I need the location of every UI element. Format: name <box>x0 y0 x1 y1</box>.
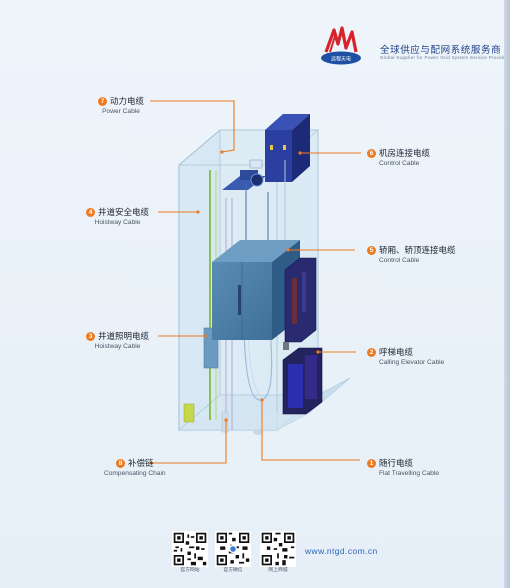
callout-number-badge: 2 <box>367 348 376 357</box>
callout-label-cn: 井道照明电缆 <box>98 331 150 341</box>
callout-label-en: Compensating Chain <box>104 470 166 477</box>
company-logo-icon: 远程天电 <box>321 26 361 65</box>
callout-label-en: Calling Elevator Cable <box>379 359 445 366</box>
website-link[interactable]: www.ntgd.com.cn <box>305 546 378 556</box>
logo-text: 远程天电 <box>331 56 351 63</box>
traction-machine <box>222 159 266 190</box>
qr-label-shop: 网上商城 <box>268 568 288 573</box>
callout-label-cn: 机房连接电缆 <box>379 148 431 158</box>
leader-lines <box>150 100 361 464</box>
machine-room-control-cabinet <box>265 114 310 182</box>
callout-label-cn: 随行电缆 <box>379 458 414 468</box>
leader-travelling-cable <box>261 400 360 461</box>
pit-buffer <box>221 411 263 435</box>
company-header: 远程天电 全球供应与配网系统服务商 Global Supplier for Po… <box>318 22 507 74</box>
leader-power-cable <box>150 100 235 153</box>
qr-code-wechat-icon[interactable] <box>215 531 251 567</box>
callout-label-cn: 呼梯电缆 <box>379 347 414 357</box>
qr-label-wechat: 官方微信 <box>223 568 243 573</box>
leader-compensating-chain <box>150 420 227 464</box>
qr-label-website: 官方网站 <box>180 568 200 573</box>
callout-label-en: Flat Travelling Cable <box>379 470 440 477</box>
elevator-car <box>212 240 317 343</box>
callout-number-badge: 7 <box>98 97 107 106</box>
callout-number-badge: 6 <box>367 149 376 158</box>
callout-number-badge: 4 <box>86 208 95 217</box>
callout-label-en: Hoistway Cable <box>94 343 141 350</box>
callout-label-cn: 井道安全电缆 <box>98 207 150 217</box>
leader-endpoints <box>196 150 320 422</box>
landing-door <box>282 342 323 415</box>
qr-code-website-icon[interactable] <box>172 531 208 567</box>
callout-number-badge: 1 <box>367 459 376 468</box>
callout-label-cn: 动力电缆 <box>110 96 145 106</box>
callout-label-en: Power Cable <box>102 108 140 115</box>
callout-label-en: Control Cable <box>379 257 420 264</box>
callout-label-en: Control Cable <box>379 160 420 167</box>
callout-number-badge: 5 <box>367 246 376 255</box>
callout-label-en: Hoistway Cable <box>94 219 141 226</box>
qr-code-shop-icon[interactable] <box>260 531 296 567</box>
callout-label-cn: 轿厢、轿顶连接电缆 <box>379 245 456 255</box>
company-name-en: Global Supplier for Power Grid System Se… <box>380 55 508 60</box>
callout-label-cn: 补偿链 <box>128 458 154 468</box>
callout-number-badge: 8 <box>116 459 126 468</box>
company-name-cn: 全球供应与配网系统服务商 <box>380 45 502 56</box>
callout-number-badge: 3 <box>86 332 95 341</box>
